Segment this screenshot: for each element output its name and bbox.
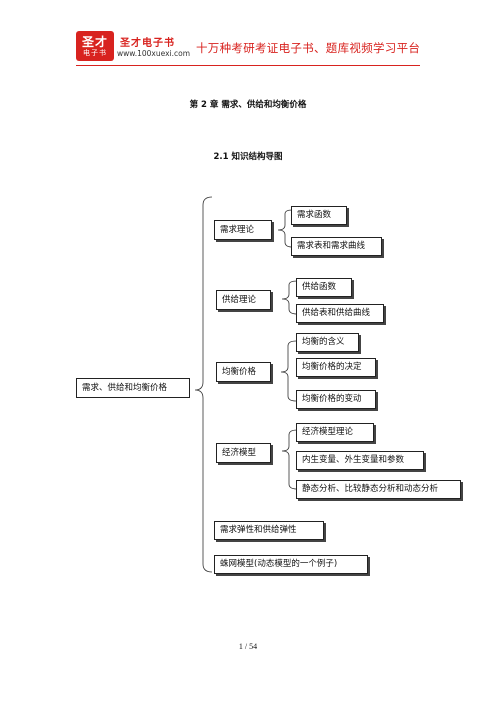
branch-label: 需求理论 <box>220 224 255 235</box>
branch-cobweb-model: 蛛网模型(动态模型的一个例子) <box>214 555 368 574</box>
brand-logo: 圣才 电子书 <box>76 31 114 61</box>
branch-label: 均衡价格 <box>222 366 257 377</box>
node-equilibrium-determination: 均衡价格的决定 <box>296 358 376 377</box>
logo-text-line2: 电子书 <box>83 48 107 57</box>
brand-url[interactable]: www.100xuexi.com <box>117 49 191 58</box>
node-label: 内生变量、外生变量和参数 <box>302 455 405 466</box>
brace-demand <box>277 209 293 248</box>
node-label: 静态分析、比较静态分析和动态分析 <box>302 484 439 495</box>
node-label: 均衡价格的决定 <box>302 362 362 373</box>
node-label: 均衡的含义 <box>302 337 345 348</box>
section-title: 2.1 知识结构导图 <box>213 152 283 162</box>
brace-model <box>281 429 298 490</box>
brace-supply <box>281 280 298 315</box>
node-label: 均衡价格的变动 <box>302 394 362 405</box>
node-label: 需求函数 <box>297 210 332 221</box>
node-static-dynamic-analysis: 静态分析、比较静态分析和动态分析 <box>296 480 461 499</box>
mindmap-root: 需求、供给和均衡价格 <box>76 378 190 398</box>
node-demand-schedule-curve: 需求表和需求曲线 <box>291 237 382 256</box>
node-label: 供给函数 <box>302 282 337 293</box>
node-equilibrium-change: 均衡价格的变动 <box>296 390 376 409</box>
node-supply-schedule-curve: 供给表和供给曲线 <box>296 304 384 323</box>
node-economic-model-theory: 经济模型理论 <box>296 423 374 442</box>
brace-equilibrium <box>280 340 297 402</box>
node-label: 经济模型理论 <box>302 427 354 438</box>
brand-name: 圣才电子书 <box>120 38 175 49</box>
branch-economic-model: 经济模型 <box>216 443 271 463</box>
node-variables-parameters: 内生变量、外生变量和参数 <box>296 451 424 470</box>
branch-label: 供给理论 <box>222 294 257 305</box>
node-supply-function: 供给函数 <box>296 278 352 297</box>
logo-text-line1: 圣才 <box>81 34 108 49</box>
page-number: 1 / 54 <box>238 642 258 651</box>
node-label: 需求表和需求曲线 <box>297 241 366 252</box>
branch-demand-theory: 需求理论 <box>214 220 272 240</box>
main-brace <box>194 196 213 573</box>
chapter-title: 第 2 章 需求、供给和均衡价格 <box>189 100 307 110</box>
branch-label: 需求弹性和供给弹性 <box>220 525 297 536</box>
node-label: 供给表和供给曲线 <box>302 308 371 319</box>
branch-label: 蛛网模型(动态模型的一个例子) <box>220 559 338 570</box>
branch-elasticity: 需求弹性和供给弹性 <box>214 521 324 540</box>
node-equilibrium-meaning: 均衡的含义 <box>296 333 359 352</box>
branch-equilibrium-price: 均衡价格 <box>216 362 271 382</box>
header-slogan: 十万种考研考证电子书、题库视频学习平台 <box>196 41 421 55</box>
branch-supply-theory: 供给理论 <box>216 290 271 310</box>
mindmap-root-label: 需求、供给和均衡价格 <box>82 382 168 393</box>
branch-label: 经济模型 <box>222 447 257 458</box>
node-demand-function: 需求函数 <box>291 206 347 225</box>
header-divider <box>76 65 420 66</box>
